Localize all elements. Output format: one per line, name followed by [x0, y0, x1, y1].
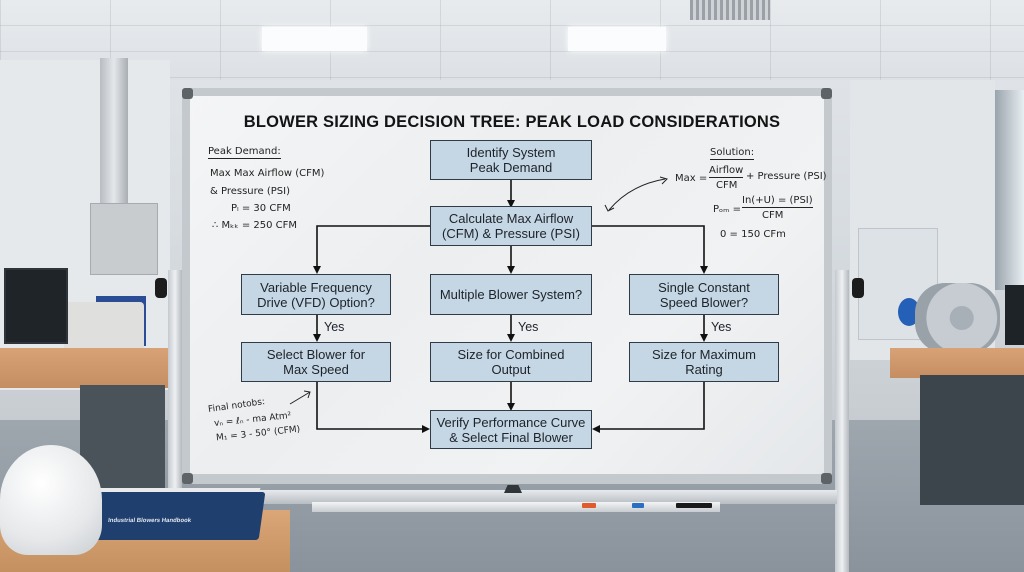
file-cabinet	[920, 375, 1024, 505]
stand-crossbar	[182, 490, 837, 504]
node-identify-peak-demand: Identify System Peak Demand	[430, 140, 592, 180]
note-formula-rhs: + Pressure (PSI)	[746, 171, 827, 182]
arrow-calc-to-single	[591, 225, 708, 274]
tilt-knob[interactable]	[852, 278, 864, 298]
black-marker[interactable]	[676, 503, 712, 508]
handdrawn-arrowhead	[659, 176, 668, 185]
note-formula-denominator: CFM	[716, 180, 738, 191]
note-line: Pₗ = 30 CFM	[231, 203, 291, 214]
handdrawn-arrowhead	[303, 390, 311, 399]
board-corner	[821, 88, 832, 99]
note-formula-lhs: Max =	[675, 173, 708, 184]
note-formula2-numerator: In(+U) = (PSI)	[742, 195, 813, 208]
computer-monitor	[4, 268, 68, 344]
node-verify-final: Verify Performance Curve & Select Final …	[430, 410, 592, 449]
blue-marker[interactable]	[632, 503, 644, 508]
eraser[interactable]	[504, 485, 522, 493]
arrow-vfd-to-verify	[316, 381, 430, 433]
node-select-max-speed: Select Blower for Max Speed	[241, 342, 391, 382]
desk	[890, 348, 1024, 378]
desk	[0, 348, 170, 388]
edge-label-yes: Yes	[518, 320, 539, 334]
note-formula2-denominator: CFM	[762, 210, 784, 221]
marker-tray	[312, 502, 720, 512]
ceiling-vent	[690, 0, 770, 20]
node-size-maximum: Size for Maximum Rating	[629, 342, 779, 382]
board-corner	[182, 473, 193, 484]
whiteboard-title: BLOWER SIZING DECISION TREE: PEAK LOAD C…	[243, 113, 781, 131]
hard-hat	[0, 445, 102, 555]
arrow-single-to-verify	[592, 381, 705, 433]
handdrawn-curved-arrow	[608, 178, 666, 211]
node-size-combined: Size for Combined Output	[430, 342, 592, 382]
note-line: ∴ Mₖₖ = 250 CFM	[212, 220, 298, 231]
note-heading-solution: Solution:	[710, 147, 755, 160]
note-result: 0 = 150 CFm	[720, 229, 786, 240]
computer-monitor	[1005, 285, 1024, 345]
note-formula-numerator: Airflow	[709, 165, 744, 178]
blower-inlet	[898, 298, 920, 326]
window	[995, 90, 1024, 290]
arrow-calc-to-vfd	[313, 225, 430, 274]
red-marker[interactable]	[582, 503, 596, 508]
node-calculate-max: Calculate Max Airflow (CFM) & Pressure (…	[430, 206, 592, 246]
ceiling-light	[262, 27, 367, 51]
tilt-knob[interactable]	[155, 278, 167, 298]
electrical-panel	[90, 203, 158, 275]
ceiling	[0, 0, 1024, 80]
node-single-question: Single Constant Speed Blower?	[629, 274, 779, 315]
board-corner	[182, 88, 193, 99]
note-line: & Pressure (PSI)	[210, 186, 290, 197]
ceiling-light	[568, 27, 666, 51]
edge-label-yes: Yes	[324, 320, 345, 334]
edge-label-yes: Yes	[711, 320, 732, 334]
handdrawn-arrow	[289, 391, 311, 405]
board-corner	[821, 473, 832, 484]
node-vfd-question: Variable Frequency Drive (VFD) Option?	[241, 274, 391, 315]
book-title: Industrial Blowers Handbook	[107, 518, 192, 524]
printer	[64, 302, 144, 352]
handbook[interactable]	[88, 492, 266, 540]
ceiling-grid	[0, 0, 1024, 80]
blower-motor	[915, 283, 1000, 353]
note-line: Max Max Airflow (CFM)	[210, 168, 325, 179]
handdrawn-arrowhead	[604, 204, 615, 212]
note-heading-peak-demand: Peak Demand:	[208, 146, 281, 159]
note-formula2-lhs: Pₒₘ =	[713, 204, 741, 215]
stand-leg-right	[835, 270, 849, 572]
air-duct	[100, 58, 128, 208]
node-multiple-question: Multiple Blower System?	[430, 274, 592, 315]
